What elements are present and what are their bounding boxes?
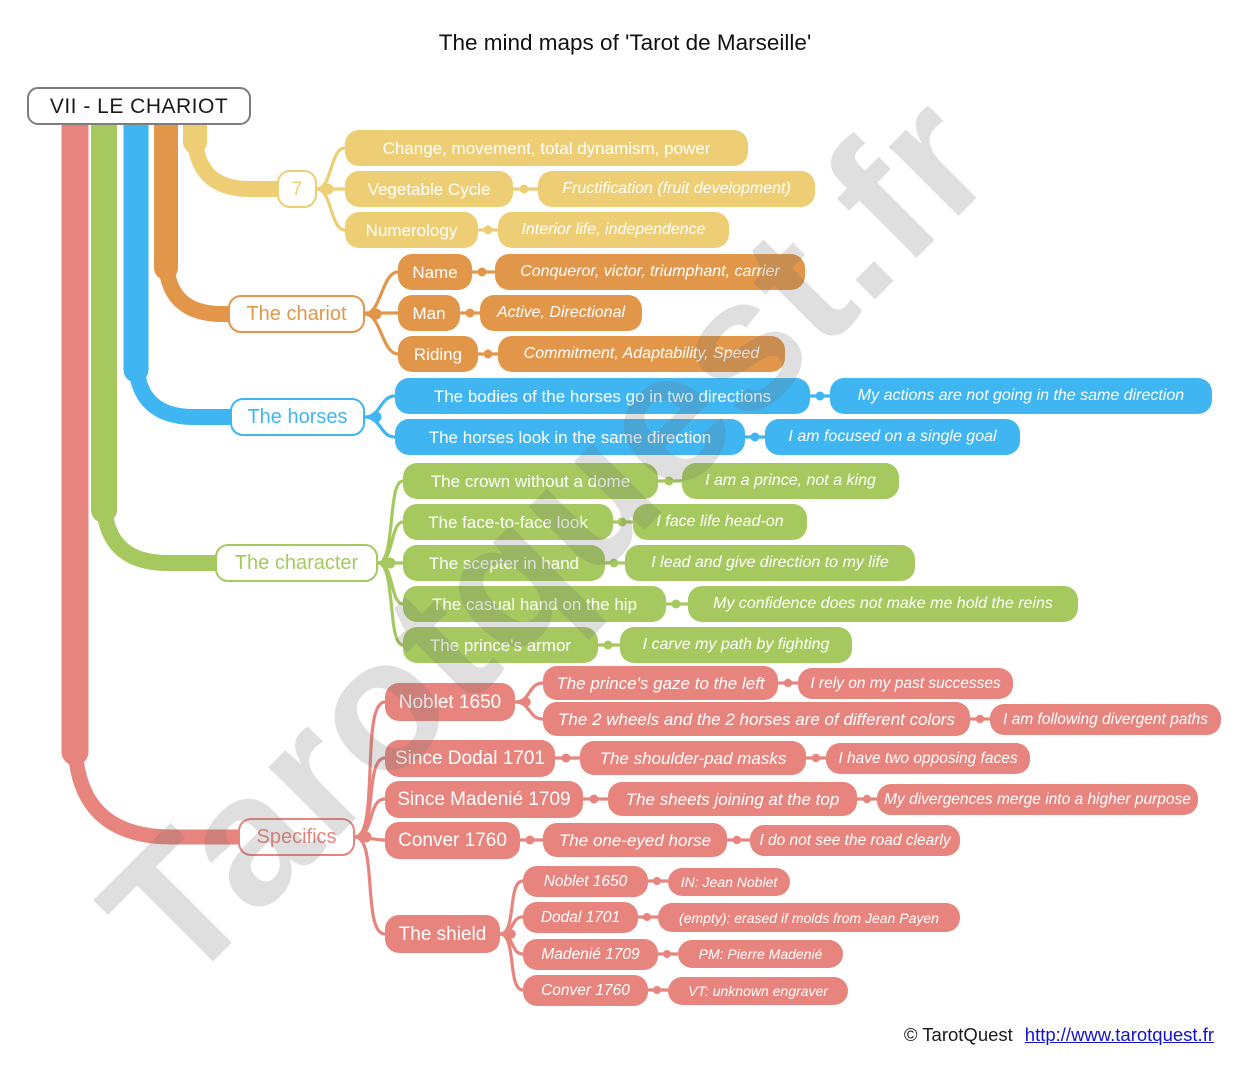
node-one-eyed-horse-meaning: I do not see the road clearly [750, 825, 960, 856]
node-casual-hand: The casual hand on the hip [403, 586, 666, 622]
node-name-meaning: Conqueror, victor, triumphant, carrier [495, 254, 805, 290]
node-man: Man [398, 295, 460, 331]
node-face-look-meaning: I face life head-on [633, 504, 807, 540]
branch-node-character: The character [215, 544, 378, 582]
node-shield-dodal-meaning: (empty): erased if molds from Jean Payen [658, 903, 960, 932]
node-shield-noblet: Noblet 1650 [523, 866, 648, 897]
node-horses-bodies: The bodies of the horses go in two direc… [395, 378, 810, 414]
node-sheets-joining-meaning: My divergences merge into a higher purpo… [877, 784, 1198, 815]
node-riding: Riding [398, 336, 478, 372]
branch-node-chariot: The chariot [228, 295, 365, 333]
node-since-dodal: Since Dodal 1701 [385, 740, 555, 777]
node-horses-look: The horses look in the same direction [395, 419, 745, 455]
node-shield-madenie-meaning: PM: Pierre Madenié [678, 940, 843, 968]
node-riding-meaning: Commitment, Adaptability, Speed [498, 336, 785, 372]
node-face-look: The face-to-face look [403, 504, 613, 540]
tarotquest-link[interactable]: http://www.tarotquest.fr [1024, 1024, 1214, 1045]
node-crown: The crown without a dome [403, 463, 658, 499]
node-numerology-meaning: Interior life, independence [498, 212, 729, 248]
node-two-wheels: The 2 wheels and the 2 horses are of dif… [543, 702, 970, 736]
branch-node-seven: 7 [277, 170, 317, 208]
node-horses-bodies-meaning: My actions are not going in the same dir… [830, 378, 1212, 414]
node-conver-1760: Conver 1760 [385, 822, 520, 859]
node-one-eyed-horse: The one-eyed horse [543, 823, 727, 857]
node-change-movement: Change, movement, total dynamism, power [345, 130, 748, 166]
node-shield-noblet-meaning: IN: Jean Noblet [668, 868, 790, 896]
node-crown-meaning: I am a prince, not a king [682, 463, 899, 499]
node-sheets-joining: The sheets joining at the top [608, 782, 857, 816]
node-casual-hand-meaning: My confidence does not make me hold the … [688, 586, 1078, 622]
node-the-shield: The shield [385, 915, 500, 953]
node-man-meaning: Active, Directional [480, 295, 642, 331]
node-since-madenie: Since Madenié 1709 [385, 781, 583, 818]
copyright-text: © TarotQuest [903, 1024, 1013, 1045]
node-shield-conver-meaning: VT: unknown engraver [668, 977, 848, 1005]
branch-node-horses: The horses [230, 398, 365, 436]
node-prince-gaze: The prince's gaze to the left [543, 666, 778, 700]
node-shoulder-pad: The shoulder-pad masks [580, 741, 806, 775]
node-scepter: The scepter in hand [403, 545, 605, 581]
node-shield-dodal: Dodal 1701 [523, 902, 638, 933]
node-shield-madenie: Madenié 1709 [523, 939, 658, 970]
node-numerology: Numerology [345, 212, 478, 248]
node-armor-meaning: I carve my path by fighting [620, 627, 852, 663]
node-vegetable-cycle-meaning: Fructification (fruit development) [538, 171, 815, 207]
node-name: Name [398, 254, 472, 290]
footer: © TarotQuest http://www.tarotquest.fr [904, 1024, 1214, 1046]
page-title: The mind maps of 'Tarot de Marseille' [438, 30, 812, 55]
node-vegetable-cycle: Vegetable Cycle [345, 171, 513, 207]
node-prince-gaze-meaning: I rely on my past successes [798, 668, 1013, 699]
branch-node-specifics: Specifics [238, 818, 355, 856]
node-scepter-meaning: I lead and give direction to my life [625, 545, 915, 581]
node-shield-conver: Conver 1760 [523, 975, 648, 1006]
node-two-wheels-meaning: I am following divergent paths [990, 704, 1221, 735]
node-armor: The prince's armor [403, 627, 598, 663]
node-noblet-1650: Noblet 1650 [385, 683, 515, 721]
node-shoulder-pad-meaning: I have two opposing faces [826, 743, 1030, 774]
root-node: VII - LE CHARIOT [27, 87, 251, 125]
node-horses-look-meaning: I am focused on a single goal [765, 419, 1020, 455]
